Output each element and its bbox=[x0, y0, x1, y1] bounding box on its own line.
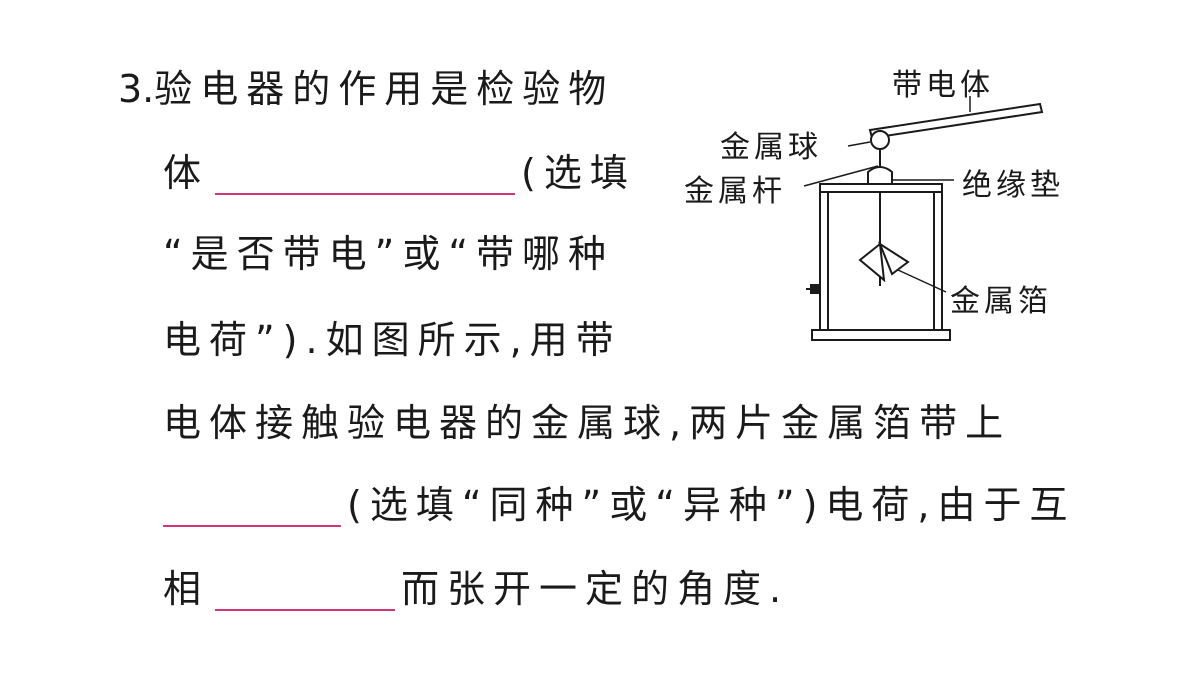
question-number: 3. bbox=[118, 67, 155, 111]
answer-blank-2[interactable] bbox=[163, 489, 341, 527]
question-text-line2-pre: 体 bbox=[163, 151, 210, 195]
question-text-line7-pre: 相 bbox=[163, 567, 210, 611]
label-metal-rod: 金属杆 bbox=[684, 174, 786, 209]
label-charged-body: 带电体 bbox=[892, 68, 994, 103]
question-text-line5: 电体接触验电器的金属球,两片金属箔带上 bbox=[163, 401, 1012, 445]
question-line-2: 体 (选填 bbox=[163, 151, 636, 195]
metal-ball bbox=[870, 130, 890, 150]
metal-ball-leader bbox=[847, 141, 871, 147]
question-text-line3: “是否带电”或“带哪种 bbox=[163, 232, 615, 276]
metal-foil-leader bbox=[897, 269, 947, 293]
electroscope-diagram: 带电体 金属球 金属杆 绝缘垫 金属箔 bbox=[670, 48, 1090, 348]
question-text-line2-post: (选填 bbox=[521, 151, 636, 195]
answer-blank-1[interactable] bbox=[215, 157, 516, 195]
question-text-line4: 电荷”).如图所示,用带 bbox=[163, 318, 622, 362]
case-right-post bbox=[933, 191, 943, 333]
question-text-line7-post: 而张开一定的角度. bbox=[401, 567, 790, 611]
question-line-5: 电体接触验电器的金属球,两片金属箔带上 bbox=[163, 401, 1011, 445]
metal-foil-left bbox=[858, 242, 886, 283]
insulating-pad bbox=[867, 166, 893, 187]
question-line-3: “是否带电”或“带哪种 bbox=[163, 232, 614, 276]
charged-body-rod bbox=[868, 102, 1044, 140]
label-insulating-pad: 绝缘垫 bbox=[962, 168, 1064, 203]
question-line-6: (选填“同种”或“异种”)电荷,由于互 bbox=[163, 483, 1075, 527]
metal-foil-right bbox=[877, 241, 910, 276]
metal-rod-leader bbox=[803, 165, 879, 187]
question-line-7: 相 而张开一定的角度. bbox=[163, 567, 789, 611]
electroscope-drawing bbox=[803, 96, 1044, 341]
case-base bbox=[811, 329, 951, 341]
question-line-4: 电荷”).如图所示,用带 bbox=[163, 318, 622, 362]
answer-blank-3[interactable] bbox=[215, 573, 396, 611]
question-text-line6-post: (选填“同种”或“异种”)电荷,由于互 bbox=[347, 483, 1076, 527]
question-text-line1: 验电器的作用是检验物 bbox=[154, 67, 615, 111]
question-line-1: 3.验电器的作用是检验物 bbox=[118, 67, 614, 111]
label-metal-foil: 金属箔 bbox=[950, 284, 1052, 319]
case-top-bar bbox=[819, 183, 943, 193]
label-metal-ball: 金属球 bbox=[720, 130, 822, 165]
case-left-post bbox=[819, 191, 829, 333]
